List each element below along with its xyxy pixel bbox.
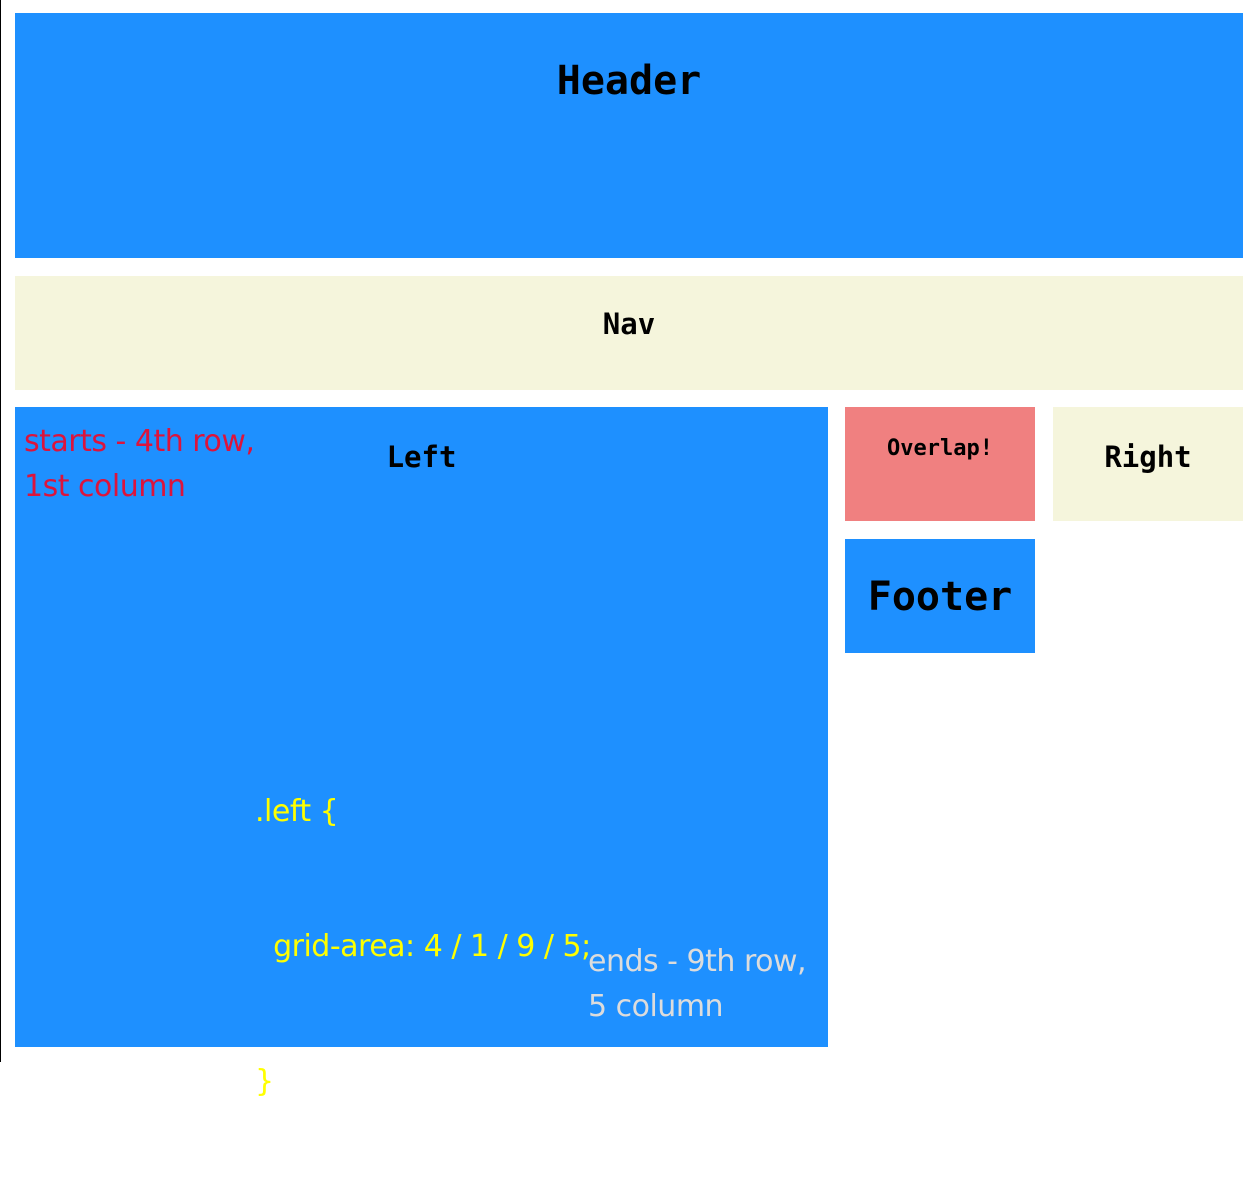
ends-note-line-2: 5 column <box>588 989 724 1024</box>
ends-note-line-1: ends - 9th row, <box>588 944 807 979</box>
page-left-border <box>0 0 1 1062</box>
starts-note: starts - 4th row, 1st column <box>24 419 255 509</box>
footer-label: Footer <box>867 574 1013 620</box>
code-line-1: .left { <box>255 794 339 829</box>
overlap-label: Overlap! <box>887 436 993 461</box>
nav-area: Nav <box>15 276 1243 390</box>
header-label: Header <box>556 58 702 104</box>
overlap-area: Overlap! <box>845 407 1035 521</box>
starts-note-line-1: starts - 4th row, <box>24 424 255 459</box>
right-label: Right <box>1104 440 1192 474</box>
code-snippet: .left { grid-area: 4 / 1 / 9 / 5; } <box>255 699 591 1194</box>
starts-note-line-2: 1st column <box>24 469 186 504</box>
code-line-2: grid-area: 4 / 1 / 9 / 5; <box>255 929 591 964</box>
right-area: Right <box>1053 407 1243 521</box>
header-area: Header <box>15 13 1243 258</box>
code-line-3: } <box>255 1064 274 1099</box>
ends-note: ends - 9th row, 5 column <box>588 939 807 1029</box>
nav-label: Nav <box>602 307 656 341</box>
left-label: Left <box>386 440 457 474</box>
footer-area: Footer <box>845 539 1035 653</box>
left-area: starts - 4th row, 1st column Left .left … <box>15 407 828 1099</box>
